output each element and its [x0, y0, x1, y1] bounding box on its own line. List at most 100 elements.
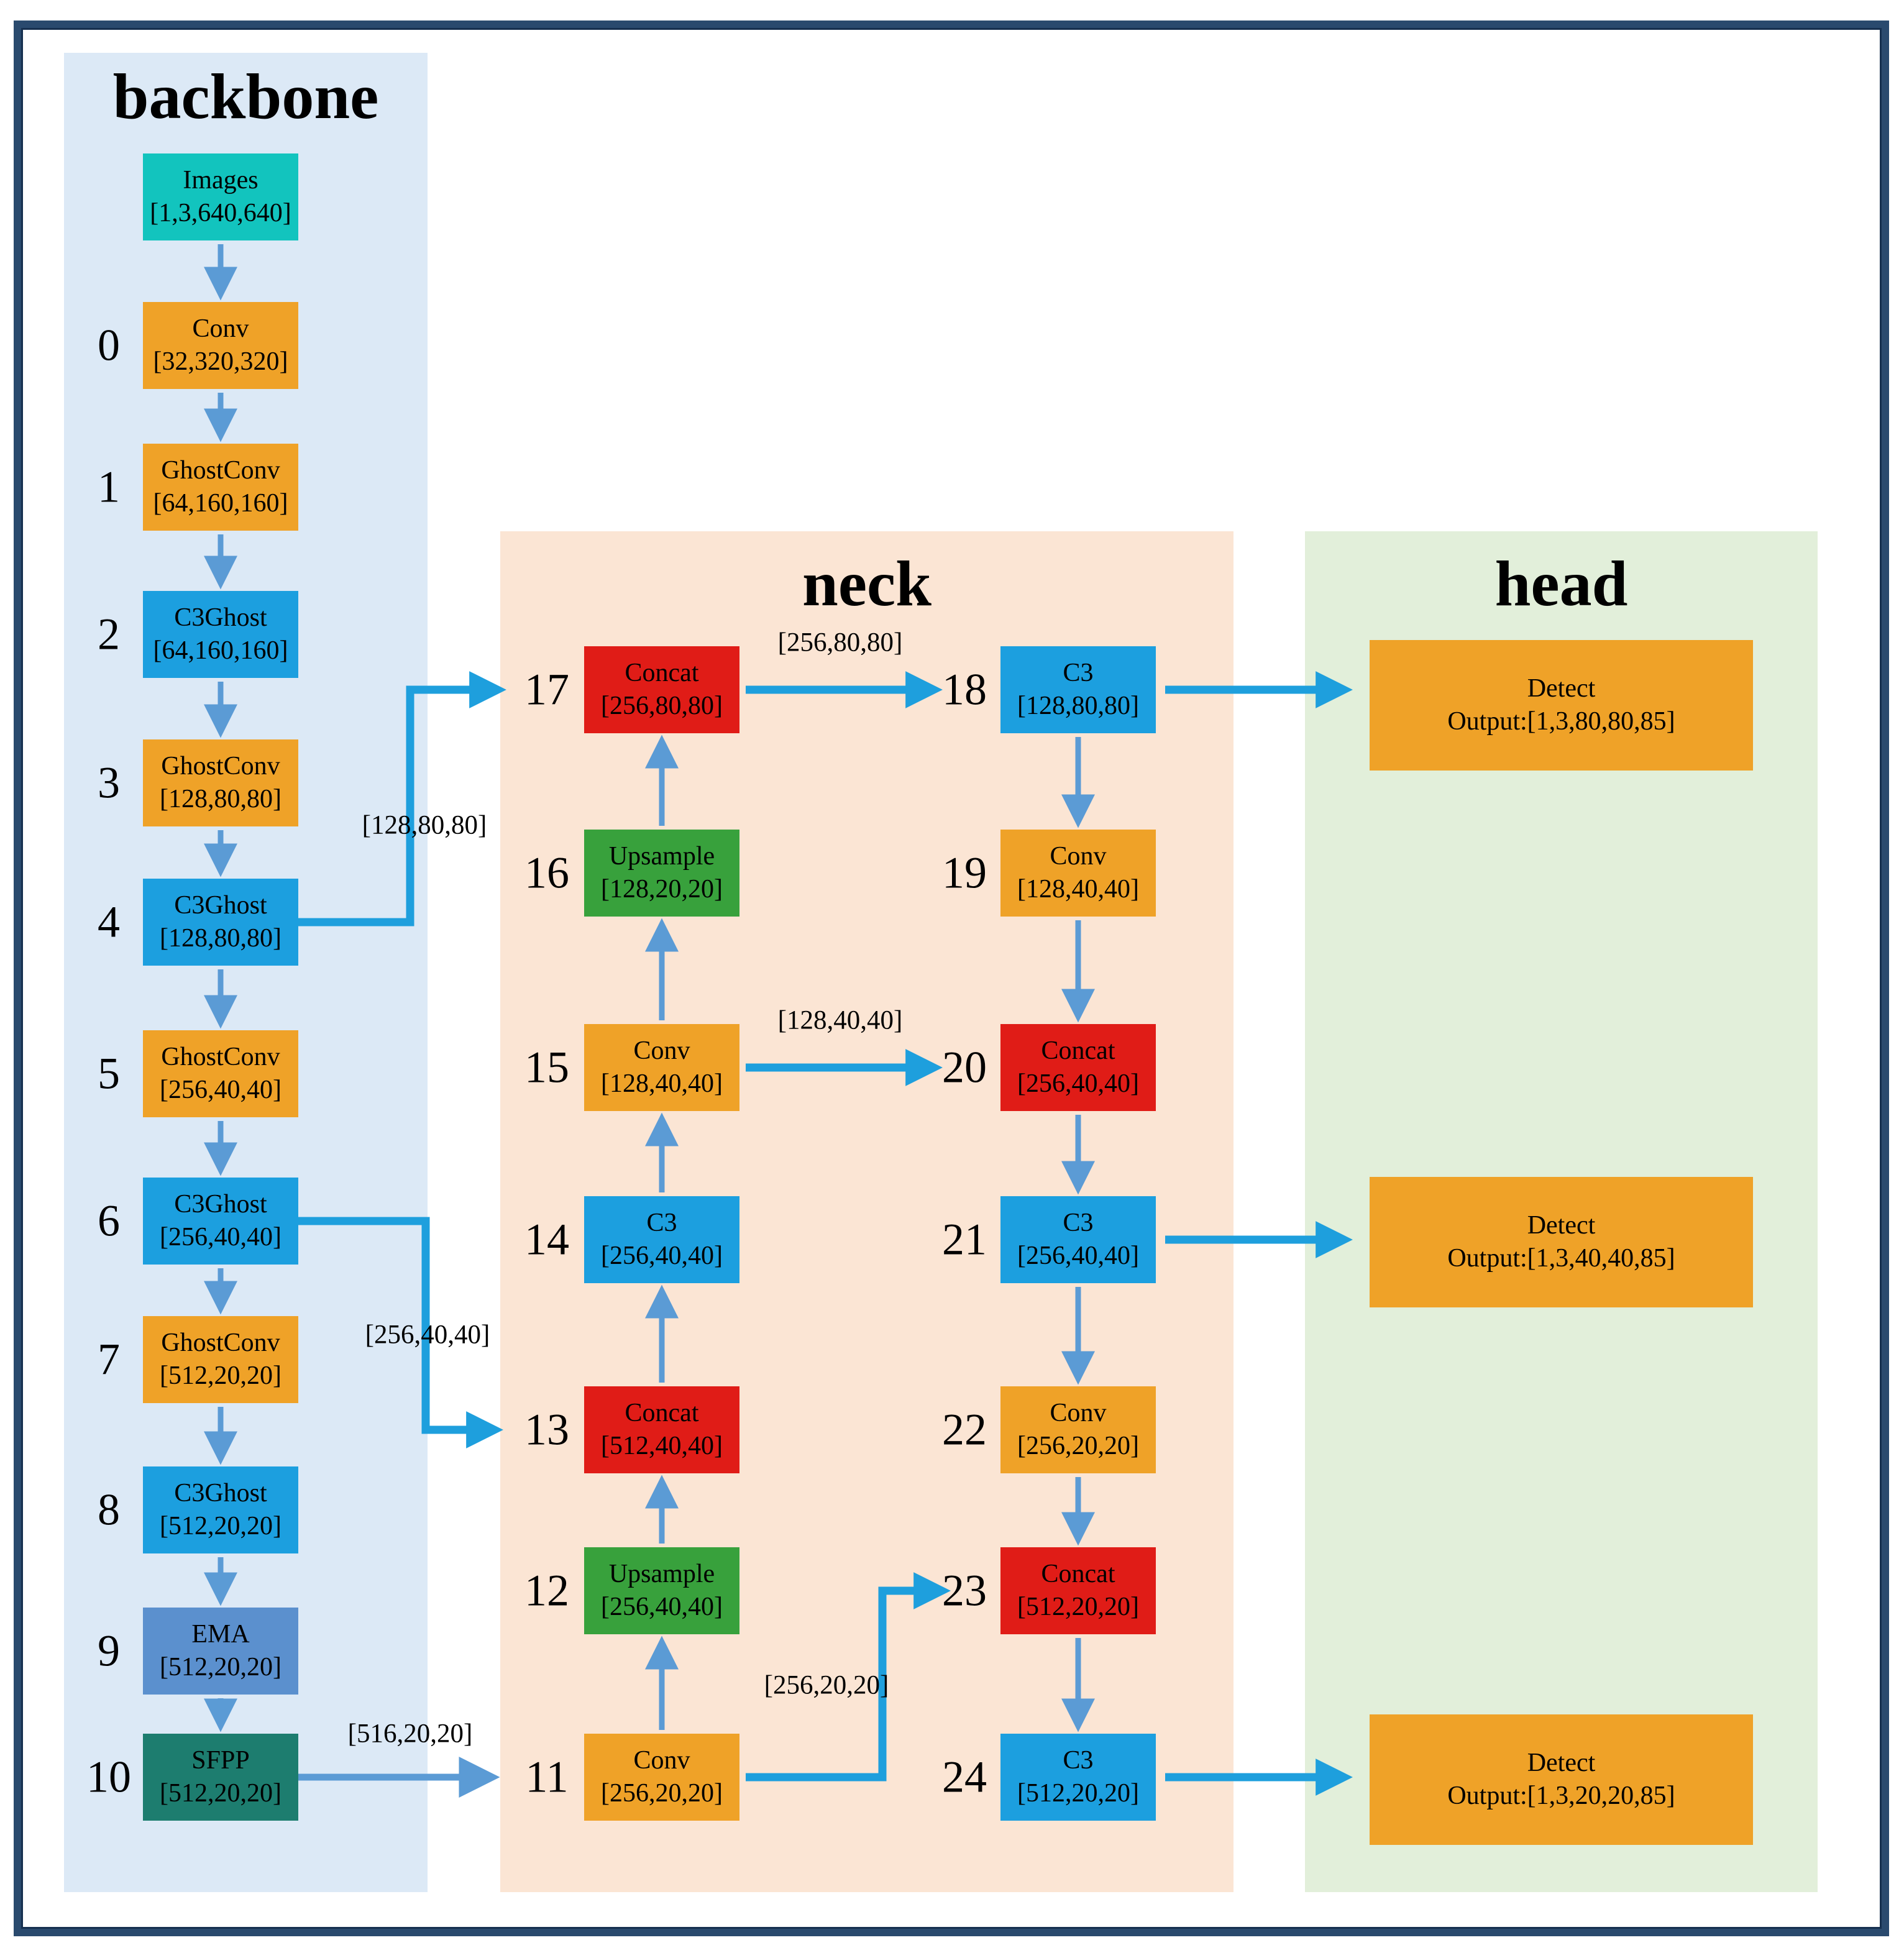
edge-e4-17-arrow	[298, 671, 506, 926]
node-label: Upsample	[608, 842, 715, 871]
node-dims: [64,160,160]	[153, 489, 288, 518]
node-n21-c3: C3[256,40,40]	[1000, 1196, 1156, 1283]
node-n8-c3: C3Ghost [512,20,20]	[143, 1466, 298, 1553]
node-images-input: Images [1,3,640,640]	[143, 153, 298, 240]
node-number-1: 1	[98, 462, 120, 512]
node-dims: Output:[1,3,80,80,85]	[1447, 707, 1675, 736]
node-dims: [512,20,20]	[160, 1512, 281, 1540]
node-n6-c3: C3Ghost [256,40,40]	[143, 1178, 298, 1265]
node-dims: [512,20,20]	[160, 1653, 281, 1681]
node-number-17: 17	[524, 664, 569, 715]
node-dims: [64,160,160]	[153, 636, 288, 665]
node-number-2: 2	[98, 609, 120, 659]
node-n1-conv: GhostConv [64,160,160]	[143, 444, 298, 531]
node-label: C3	[1063, 1209, 1094, 1238]
node-label: C3	[1063, 659, 1094, 688]
node-dims: [1,3,640,640]	[150, 199, 291, 227]
node-label: C3Ghost	[174, 1190, 267, 1219]
node-dims: [256,40,40]	[160, 1223, 281, 1251]
node-number-3: 3	[98, 757, 120, 808]
node-dims: [256,40,40]	[1017, 1069, 1139, 1098]
neck-title: neck	[802, 548, 931, 620]
node-label: Conv	[633, 1746, 690, 1775]
edge-e11-23-arrow	[746, 1572, 951, 1782]
node-n5-conv: GhostConv[256,40,40]	[143, 1030, 298, 1117]
node-label: Concat	[1041, 1036, 1115, 1066]
node-number-11: 11	[525, 1752, 569, 1802]
node-number-10: 10	[86, 1752, 131, 1802]
node-n19-conv: Conv [128,40,40]	[1000, 830, 1156, 917]
node-label: Concat	[625, 1399, 699, 1428]
node-n11-conv: Conv [256,20,20]	[584, 1734, 739, 1821]
node-dims: [128,80,80]	[160, 924, 281, 953]
node-label: C3	[1063, 1746, 1094, 1775]
node-dims: Output:[1,3,20,20,85]	[1447, 1782, 1675, 1810]
node-label: GhostConv	[161, 1043, 280, 1072]
node-label: SFPP	[191, 1746, 250, 1775]
node-dims: [256,20,20]	[601, 1779, 723, 1808]
edge-e6-13-arrow	[298, 1217, 503, 1448]
diagram-border	[14, 21, 1889, 1936]
node-label: Conv	[1050, 1399, 1107, 1428]
node-number-9: 9	[98, 1626, 120, 1676]
node-dims: [512,20,20]	[1017, 1593, 1139, 1621]
node-number-23: 23	[942, 1565, 987, 1616]
node-n17-concat: Concat [256,80,80]	[584, 646, 739, 733]
node-dims: [128,80,80]	[1017, 692, 1139, 720]
node-dims: [256,80,80]	[601, 692, 723, 720]
node-number-19: 19	[942, 848, 987, 898]
node-dims: [128,20,20]	[601, 875, 723, 904]
node-n3-conv: GhostConv[128,80,80]	[143, 739, 298, 826]
node-dims: [512,40,40]	[601, 1432, 723, 1460]
node-label: Concat	[625, 659, 699, 688]
node-label: Detect	[1527, 674, 1596, 703]
node-n22-conv: Conv[256,20,20]	[1000, 1386, 1156, 1473]
node-label: GhostConv	[161, 456, 280, 485]
node-n0-conv: Conv[32,320,320]	[143, 302, 298, 389]
node-n18-c3: C3 [128,80,80]	[1000, 646, 1156, 733]
node-number-22: 22	[942, 1404, 987, 1455]
head-title: head	[1494, 548, 1628, 620]
node-number-15: 15	[524, 1042, 569, 1092]
node-number-13: 13	[524, 1404, 569, 1455]
node-n15-conv: Conv[128,40,40]	[584, 1024, 739, 1111]
edge-label-e10-11: [516,20,20]	[347, 1719, 473, 1749]
node-n7-conv: GhostConv[512,20,20]	[143, 1316, 298, 1403]
edge-label-e4-17: [128,80,80]	[362, 810, 487, 840]
node-n23-concat: Concat [512,20,20]	[1000, 1547, 1156, 1634]
node-n20-concat: Concat [256,40,40]	[1000, 1024, 1156, 1111]
node-label: Conv	[633, 1036, 690, 1066]
node-label: Upsample	[608, 1560, 715, 1589]
edge-label-e11-23: [256,20,20]	[764, 1670, 889, 1700]
node-n14-c3: C3[256,40,40]	[584, 1196, 739, 1283]
node-number-24: 24	[942, 1752, 987, 1802]
node-number-6: 6	[98, 1196, 120, 1246]
node-dims: [512,20,20]	[160, 1361, 281, 1390]
node-label: Detect	[1527, 1749, 1596, 1778]
node-number-12: 12	[524, 1565, 569, 1616]
node-label: Conv	[1050, 842, 1107, 871]
node-number-16: 16	[524, 848, 569, 898]
node-label: EMA	[191, 1620, 250, 1649]
node-label: C3	[646, 1209, 677, 1238]
node-number-21: 21	[942, 1214, 987, 1265]
node-n10-sfpp: SFPP[512,20,20]	[143, 1734, 298, 1821]
node-label: Images	[183, 166, 259, 195]
node-number-14: 14	[524, 1214, 569, 1265]
node-dims: [512,20,20]	[1017, 1779, 1139, 1808]
node-label: GhostConv	[161, 752, 280, 781]
edge-label-e15-20: [128,40,40]	[777, 1005, 903, 1035]
node-n9-ema: EMA [512,20,20]	[143, 1608, 298, 1695]
node-n12-upsample: Upsample[256,40,40]	[584, 1547, 739, 1634]
node-label: Detect	[1527, 1211, 1596, 1240]
node-label: C3Ghost	[174, 1479, 267, 1508]
node-label: Concat	[1041, 1560, 1115, 1589]
node-dims: [128,40,40]	[1017, 875, 1139, 904]
edge-label-e6-13: [256,40,40]	[365, 1320, 490, 1350]
node-n4-c3: C3Ghost[128,80,80]	[143, 879, 298, 966]
